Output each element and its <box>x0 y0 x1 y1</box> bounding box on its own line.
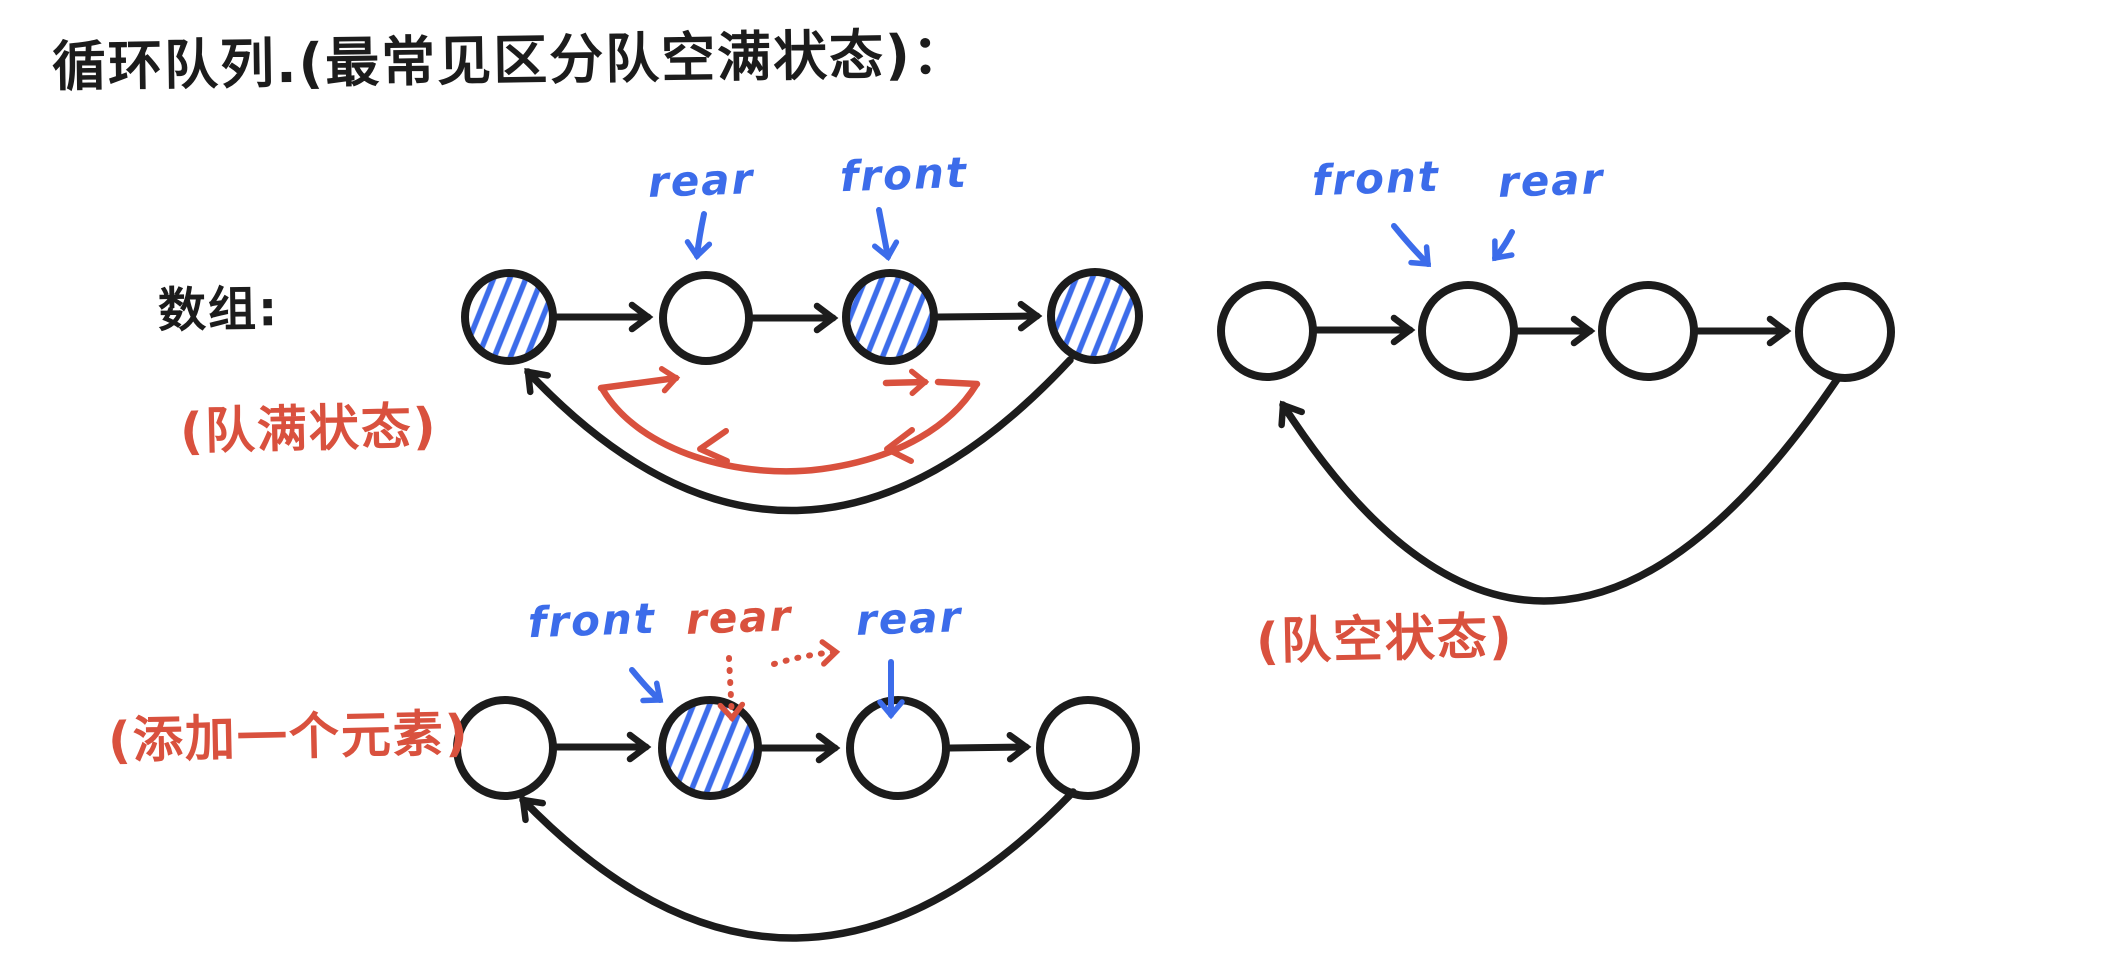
queue-cell <box>453 696 557 800</box>
wrap-around-arrow <box>1278 374 1842 605</box>
link-arrow <box>934 300 1043 332</box>
rear-pointer-label: rear <box>647 154 756 207</box>
cycle-arrow-top-right <box>882 368 930 397</box>
front-pointer-arrow <box>1391 223 1432 268</box>
queue-cell <box>842 269 938 365</box>
front-pointer-arrow <box>629 667 664 704</box>
rear-pointer-label: rear <box>1497 154 1606 207</box>
queue-cell <box>659 271 753 365</box>
queue-empty-state-label: (队空状态) <box>1255 607 1515 671</box>
cycle-arrowhead-left <box>697 428 730 464</box>
queue-cell <box>658 696 762 800</box>
queue-cell <box>1418 281 1518 381</box>
new-rear-pointer-label: rear <box>855 592 964 645</box>
rear-pointer-arrow <box>684 211 713 261</box>
front-pointer-label: front <box>839 147 969 202</box>
front-pointer-label: front <box>1311 151 1441 206</box>
queue-cell <box>1598 281 1698 381</box>
cycle-arc <box>599 381 980 475</box>
diagram-add-element <box>453 639 1140 942</box>
add-element-label: (添加一个元素) <box>107 704 471 770</box>
queue-cell <box>461 269 557 365</box>
rear-move-arrow-dotted <box>771 639 841 667</box>
diagram-queue-empty <box>1217 223 1895 605</box>
queue-cell <box>1217 281 1317 381</box>
array-caption: 数组: <box>157 281 280 339</box>
cycle-arrow-top-left <box>597 366 681 394</box>
diagram-queue-full <box>461 207 1143 515</box>
queue-cell <box>846 696 950 800</box>
old-rear-pointer-arrow-dotted <box>717 655 746 723</box>
page-title: 循环队列.(最常见区分队空满状态)： <box>51 22 969 99</box>
front-pointer-arrow <box>872 207 900 262</box>
link-arrow <box>946 731 1032 763</box>
wrap-around-arrow <box>519 788 1077 942</box>
rear-pointer-arrow <box>1492 229 1515 262</box>
wrap-around-arrow <box>524 356 1074 515</box>
queue-cell <box>1036 696 1140 800</box>
cycle-arrowhead-right <box>884 427 915 464</box>
old-rear-pointer-label: rear <box>685 591 794 644</box>
cycle-arrow-top-right-tail <box>934 378 981 388</box>
queue-cell <box>1047 268 1143 364</box>
queue-cell <box>1795 282 1895 382</box>
queue-full-state-label: (队满状态) <box>179 397 439 461</box>
front-pointer-label: front <box>527 593 657 648</box>
